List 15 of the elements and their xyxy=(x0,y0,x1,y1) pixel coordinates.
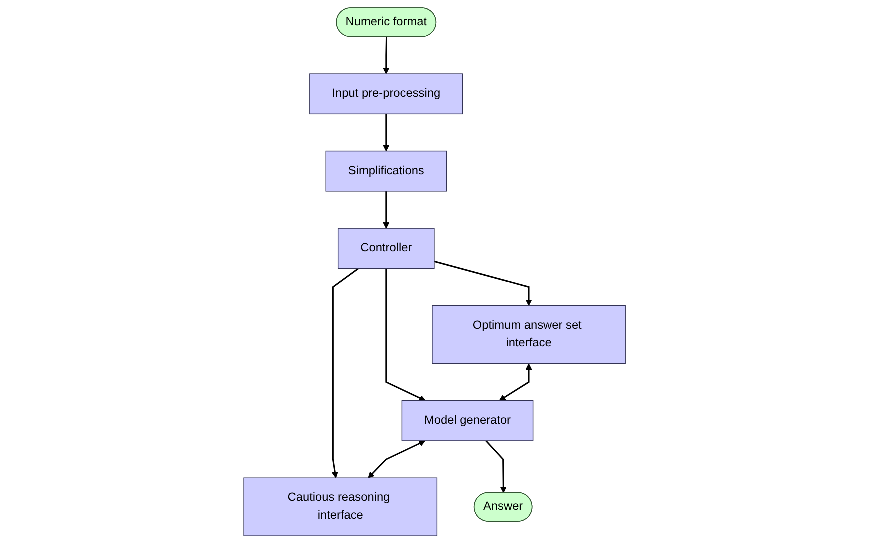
node-box: Input pre-processing xyxy=(309,74,463,115)
arrow xyxy=(382,191,390,229)
arrow xyxy=(498,364,532,402)
arrow xyxy=(434,260,532,306)
node-box: Controller xyxy=(338,228,434,270)
arrow xyxy=(385,268,426,402)
node-box: Optimum answer set interface xyxy=(432,305,626,364)
node-box: Model generator xyxy=(401,400,534,442)
arrow xyxy=(368,440,426,478)
node-box: Cautious reasoning interface xyxy=(243,478,438,536)
arrow xyxy=(382,114,390,152)
arrow xyxy=(382,37,390,74)
arrow xyxy=(332,268,359,478)
arrow xyxy=(485,440,507,494)
node-box: Simplifications xyxy=(325,150,447,192)
